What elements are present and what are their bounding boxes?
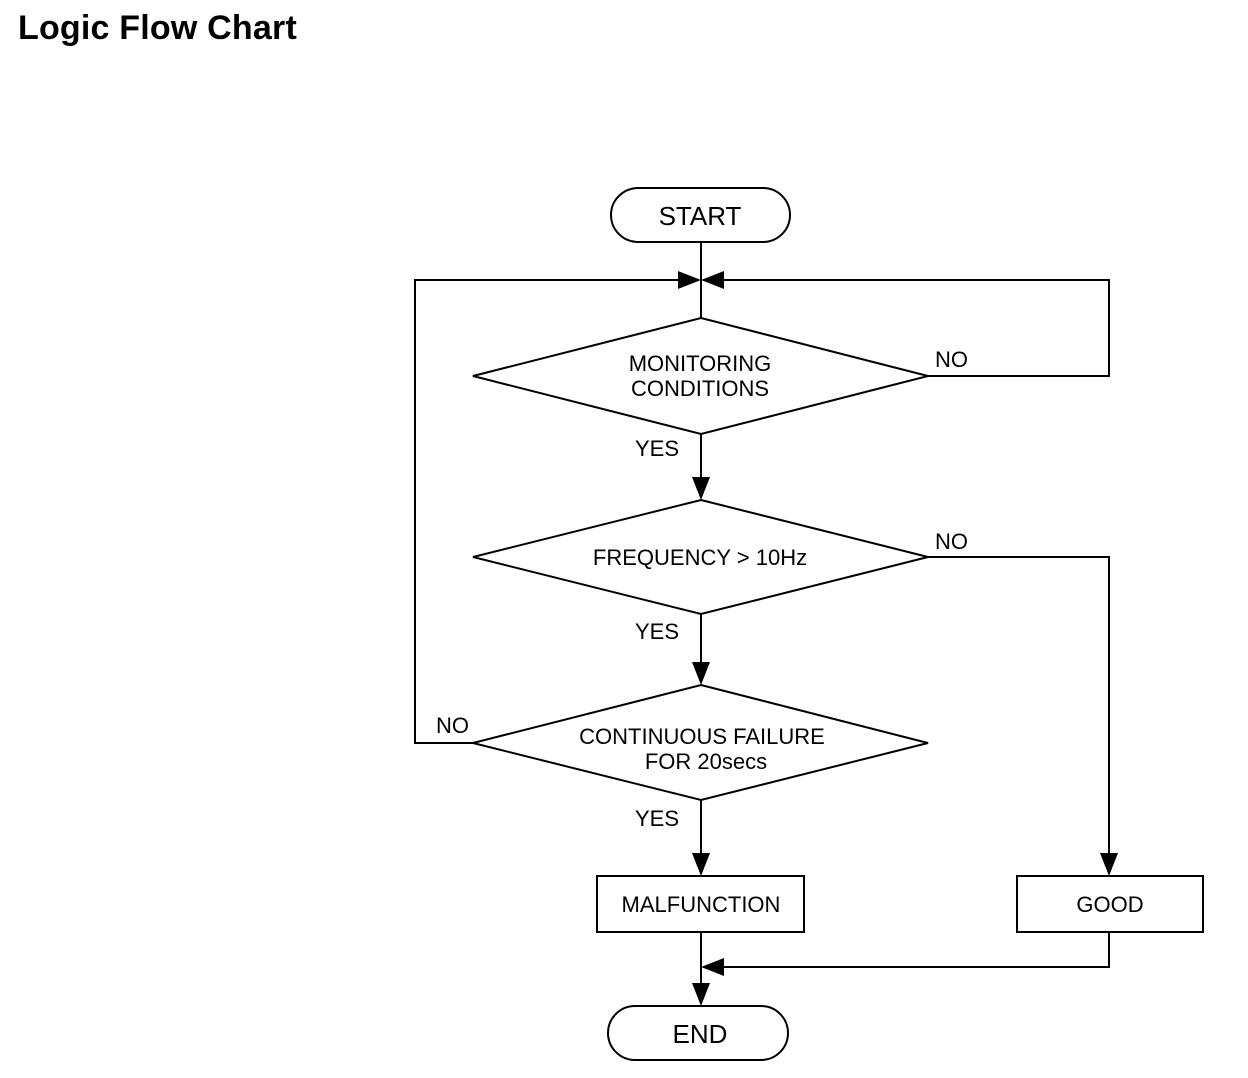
arrowhead-good-merge: [701, 958, 724, 976]
malfunction-box: MALFUNCTION: [596, 875, 805, 933]
frequency-no-label: NO: [935, 529, 968, 554]
arrowhead-left-merge: [678, 271, 701, 289]
arrowhead-to-good: [1100, 853, 1118, 876]
malfunction-label: MALFUNCTION: [622, 892, 781, 917]
arrowhead-to-frequency: [692, 477, 710, 500]
connector-monitoring-no-loop: [718, 279, 1110, 377]
connector-good-to-end: [718, 932, 1110, 968]
connector-frequency-no-to-good: [928, 556, 1110, 858]
monitoring-no-label: NO: [935, 347, 968, 372]
connector-continuous-no-loop: [414, 279, 684, 744]
continuous-yes-label: YES: [635, 806, 679, 831]
continuous-failure-decision: CONTINUOUS FAILURE FOR 20secs: [472, 683, 929, 802]
arrowhead-to-malfunction: [692, 853, 710, 876]
start-terminal: START: [610, 187, 791, 243]
continuous-no-label: NO: [436, 713, 469, 738]
end-label: END: [673, 1019, 728, 1049]
frequency-yes-label: YES: [635, 619, 679, 644]
arrowhead-to-continuous: [692, 662, 710, 685]
arrowhead-to-end: [692, 983, 710, 1006]
frequency-label: FREQUENCY > 10Hz: [593, 545, 807, 570]
monitoring-label-line2: CONDITIONS: [631, 376, 769, 401]
frequency-decision: FREQUENCY > 10Hz: [472, 498, 929, 616]
continuous-label-line2: FOR 20secs: [645, 749, 767, 774]
monitoring-label-line1: MONITORING: [629, 351, 772, 376]
end-terminal: END: [607, 1005, 789, 1061]
good-label: GOOD: [1076, 892, 1143, 917]
monitoring-yes-label: YES: [635, 436, 679, 461]
monitoring-conditions-decision: MONITORING CONDITIONS: [472, 316, 929, 436]
arrowhead-right-merge: [701, 271, 724, 289]
start-label: START: [659, 201, 742, 231]
page-title: Logic Flow Chart: [18, 9, 297, 47]
good-box: GOOD: [1016, 875, 1204, 933]
continuous-label-line1: CONTINUOUS FAILURE: [579, 724, 825, 749]
